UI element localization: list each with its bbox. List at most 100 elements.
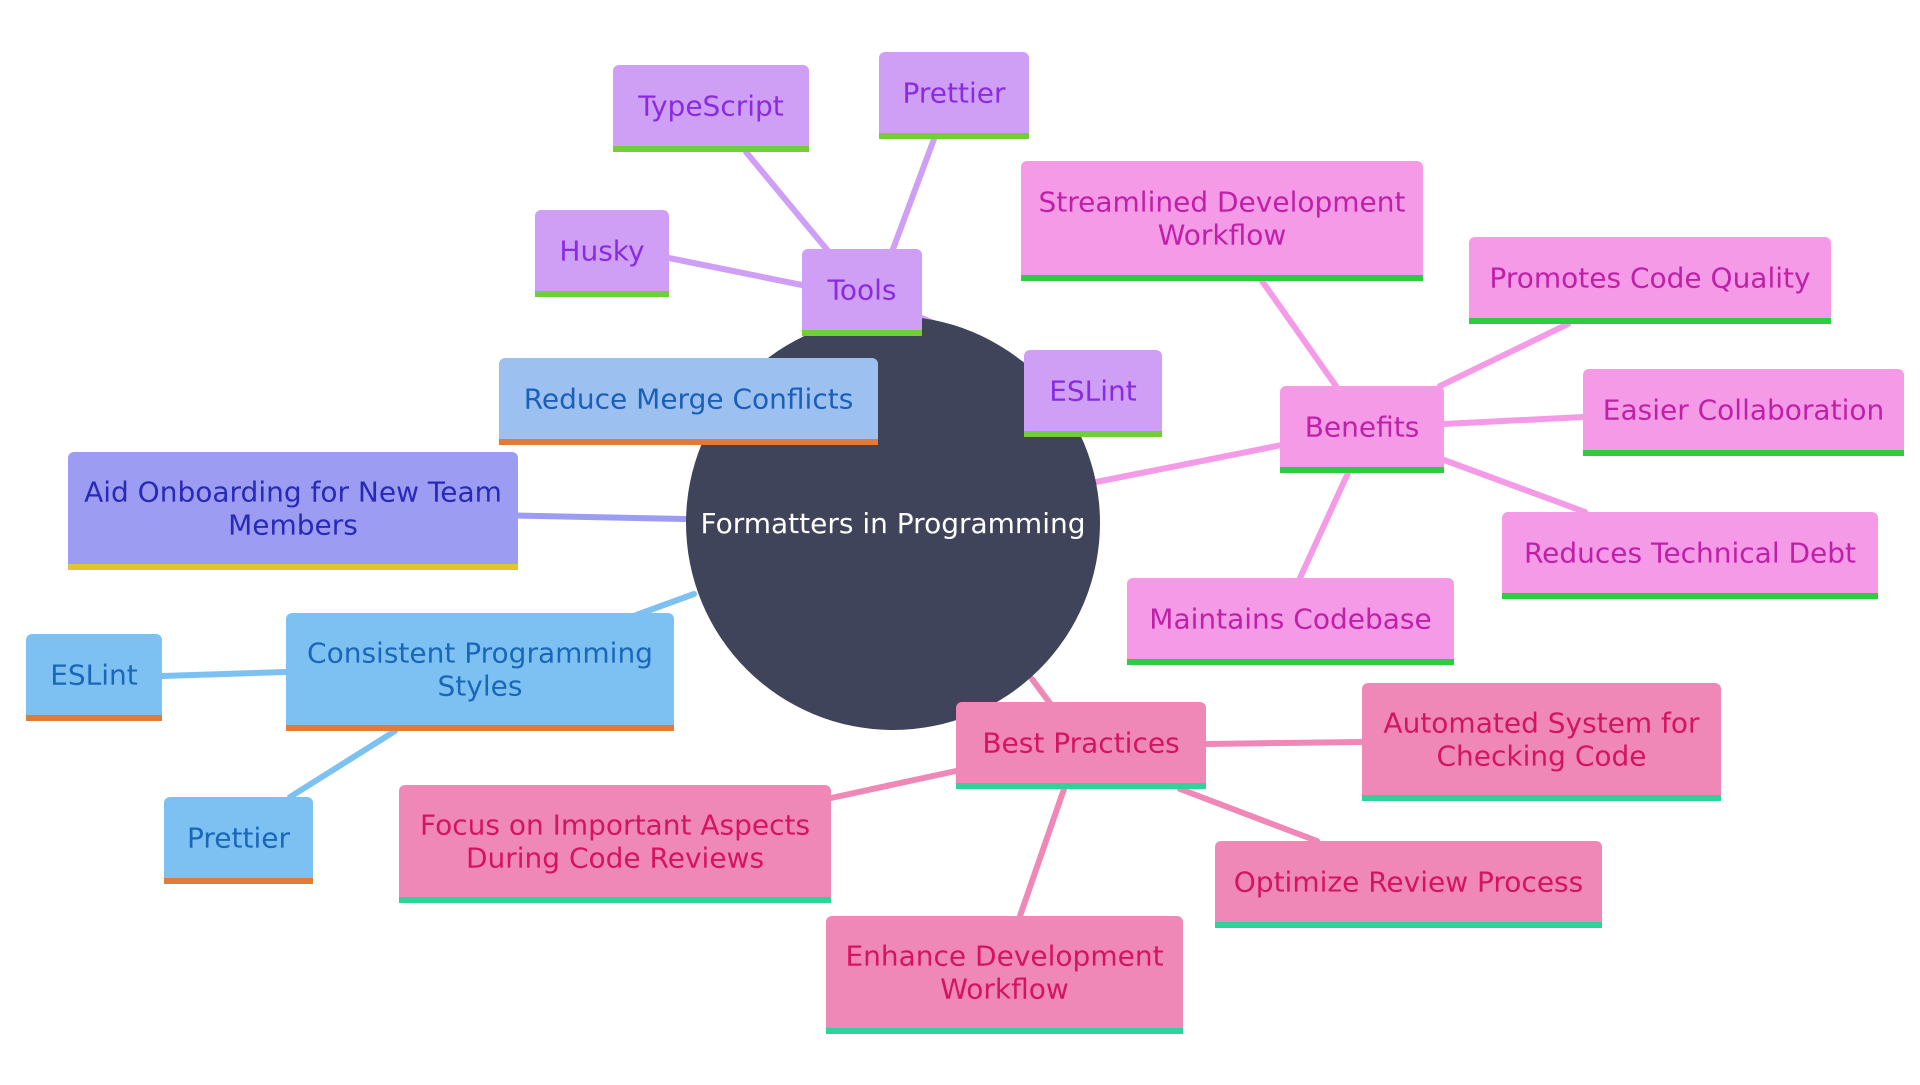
node-benefits-child-0-box [1021,161,1423,281]
node-benefits-child-4-box [1127,578,1454,665]
edge-best-practices-2 [1017,786,1067,919]
node-benefits-child-4-underline [1127,659,1454,665]
node-benefits-child-2[interactable]: Easier Collaboration [1583,369,1904,456]
edge-benefits-0 [1259,278,1339,389]
node-best-practices[interactable]: Best Practices [956,702,1206,789]
node-tools-child-0-label: TypeScript [637,90,784,123]
node-consistent-styles-child-1-underline [164,878,313,884]
edge-benefits-3 [1441,457,1588,515]
node-consistent-styles-child-1[interactable]: Prettier [164,797,313,884]
node-tools-child-1-label: Prettier [903,77,1006,110]
edge-benefits-4 [1297,470,1351,581]
node-merge-conflicts[interactable]: Reduce Merge Conflicts [499,358,878,445]
node-best-practices-label: Best Practices [982,727,1179,760]
node-tools-child-1-underline [879,133,1029,139]
node-merge-conflicts-underline [499,439,878,445]
node-tools-box [802,249,922,336]
node-tools-child-2-box [535,210,669,297]
node-tools[interactable]: Tools [802,249,922,336]
edge-best-practices-1 [1177,786,1320,844]
node-consistent-styles-child-0[interactable]: ESLint [26,634,162,721]
edge-consistent-styles-0 [159,669,289,679]
node-consistent-styles-child-1-label: Prettier [187,822,290,855]
node-best-practices-child-0-box [1362,683,1721,801]
edge-benefits-1 [1437,321,1571,389]
node-benefits[interactable]: Benefits [1280,386,1444,473]
node-best-practices-child-1[interactable]: Optimize Review Process [1215,841,1602,928]
node-best-practices-child-2-box [826,916,1183,1034]
node-consistent-styles-child-1-box [164,797,313,884]
node-best-practices-child-2-underline [826,1028,1183,1034]
node-benefits-child-1-underline [1469,318,1831,324]
node-benefits-child-4-label: Maintains Codebase [1149,603,1431,636]
node-tools-child-2[interactable]: Husky [535,210,669,297]
node-consistent-styles-child-0-label: ESLint [50,659,138,692]
edge-best-practices-3 [828,768,959,801]
node-benefits-child-3-box [1502,512,1878,599]
node-best-practices-child-0-underline [1362,795,1721,801]
node-best-practices-child-1-underline [1215,922,1602,928]
node-tools-child-1[interactable]: Prettier [879,52,1029,139]
node-benefits-child-1[interactable]: Promotes Code Quality [1469,237,1831,324]
node-benefits-child-3-underline [1502,593,1878,599]
node-consistent-styles-underline [286,725,674,731]
node-best-practices-underline [956,783,1206,789]
node-onboarding-underline [68,564,518,570]
node-benefits-child-2-box [1583,369,1904,456]
node-tools-child-2-underline [535,291,669,297]
node-benefits-label: Benefits [1305,411,1420,444]
node-merge-conflicts-box [499,358,878,445]
node-benefits-child-2-label: Easier Collaboration [1603,394,1884,427]
node-best-practices-box [956,702,1206,789]
node-tools-child-3-underline [1024,431,1162,437]
node-tools-child-0-underline [613,146,809,152]
node-benefits-child-3-label: Reduces Technical Debt [1524,537,1856,570]
edge-benefits-2 [1441,414,1586,427]
node-tools-underline [802,330,922,336]
node-benefits-child-3[interactable]: Reduces Technical Debt [1502,512,1878,599]
node-tools-child-0-box [613,65,809,152]
node-tools-child-2-label: Husky [559,235,644,268]
node-best-practices-child-1-label: Optimize Review Process [1234,866,1583,899]
node-consistent-styles-child-0-underline [26,715,162,721]
node-tools-child-3[interactable]: ESLint [1024,350,1162,437]
node-onboarding-box [68,452,518,570]
node-benefits-child-0-underline [1021,275,1423,281]
edge-consistent-styles-1 [287,728,398,800]
node-best-practices-child-1-box [1215,841,1602,928]
node-benefits-underline [1280,467,1444,473]
root-label: Formatters in Programming [700,507,1085,540]
node-best-practices-child-3-underline [399,897,831,903]
node-benefits-child-1-box [1469,237,1831,324]
edge-best-practices-0 [1203,739,1365,747]
node-tools-child-1-box [879,52,1029,139]
node-tools-label: Tools [827,274,897,307]
node-best-practices-child-3-box [399,785,831,903]
node-tools-child-3-label: ESLint [1049,375,1137,408]
node-tools-child-0[interactable]: TypeScript [613,65,809,152]
node-consistent-styles-child-0-box [26,634,162,721]
node-benefits-child-1-label: Promotes Code Quality [1489,262,1810,295]
node-tools-child-3-box [1024,350,1162,437]
node-merge-conflicts-label: Reduce Merge Conflicts [524,383,854,416]
node-benefits-box [1280,386,1444,473]
node-consistent-styles-box [286,613,674,731]
edge-tools-2 [666,255,805,288]
node-benefits-child-2-underline [1583,450,1904,456]
node-benefits-child-4[interactable]: Maintains Codebase [1127,578,1454,665]
